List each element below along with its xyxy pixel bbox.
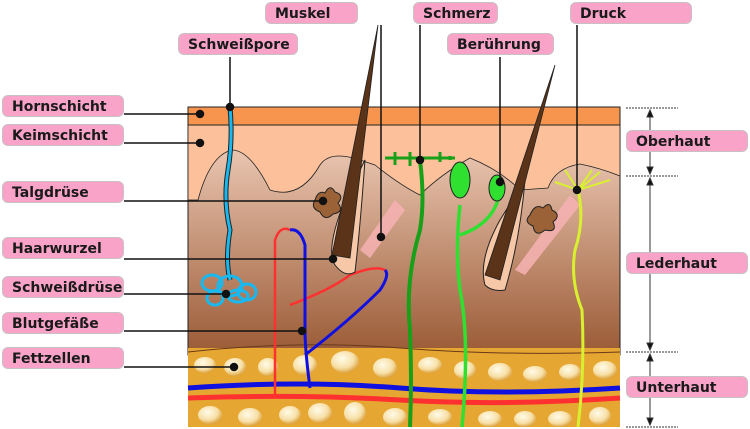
vein [187,381,621,395]
leader-lines [124,25,582,372]
label-lederhaut: Lederhaut [626,252,748,274]
label-schweisspore: Schweißpore [178,33,298,55]
label-schweissdruese: Schweißdrüse [2,276,124,298]
touch-corpuscle-1 [449,161,471,199]
keimschicht [187,124,621,201]
label-hornschicht: Hornschicht [2,95,124,117]
dermis-lower-edge [187,344,621,354]
touch-nerve [455,199,500,428]
label-keimschicht: Keimschicht [2,124,124,146]
sebaceous-gland-left [312,187,342,218]
hair-right [484,64,556,281]
artery [187,393,621,406]
muscle-right [515,195,580,275]
sebaceous-gland-right [526,204,558,234]
artery-loop [273,227,386,398]
muscle-left [360,200,405,258]
label-muskel: Muskel [265,2,358,24]
label-fettzellen: Fettzellen [2,347,124,369]
label-unterhaut: Unterhaut [626,376,748,398]
fat-cells [194,351,617,427]
pressure-nerve [572,189,585,428]
sweat-gland [200,273,258,307]
hornschicht [187,106,621,126]
vein-loop [289,228,389,389]
label-beruehrung: Berührung [447,33,554,55]
label-oberhaut: Oberhaut [626,130,748,152]
label-haarwurzel: Haarwurzel [2,237,124,259]
label-schmerz: Schmerz [413,2,498,24]
label-blutgefaesse: Blutgefäße [2,312,124,334]
pain-nerve [406,159,425,428]
label-druck: Druck [570,2,692,24]
label-talgdruese: Talgdrüse [2,181,124,203]
hair-left [331,24,379,259]
